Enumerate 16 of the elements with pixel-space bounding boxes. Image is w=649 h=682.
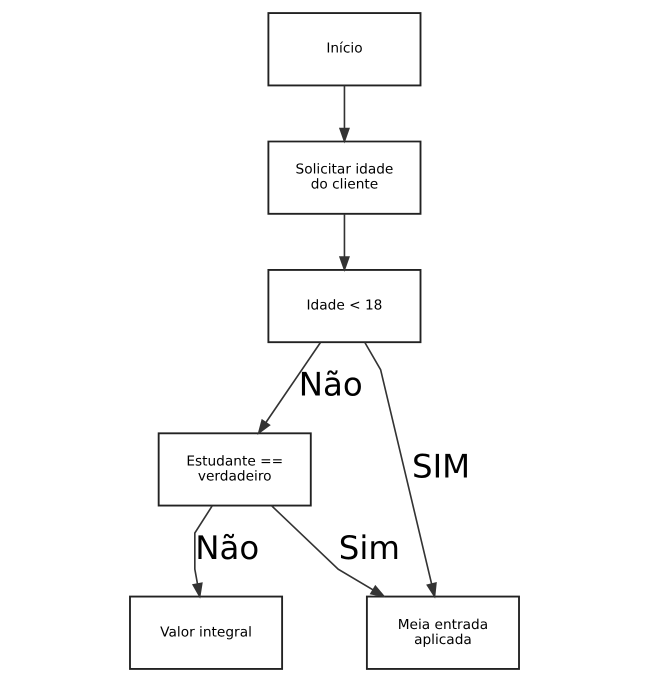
arrow (192, 505, 213, 599)
node-box: Valor integral (129, 596, 284, 670)
arrow (338, 86, 350, 144)
edge-label: Sim (338, 528, 400, 567)
arrow (257, 342, 322, 435)
node-box: Idade < 18 (267, 269, 422, 344)
arrow (338, 214, 350, 272)
node-box: Meia entrada aplicada (366, 596, 520, 670)
node-box: Solicitar idade do cliente (267, 140, 422, 215)
node-box: Início (267, 12, 422, 86)
edge-label: SIM (412, 447, 470, 486)
edge-label: Não (195, 528, 260, 567)
edge-label: Não (298, 366, 363, 404)
arrow (270, 505, 386, 598)
node-box: Estudante == verdadeiro (158, 432, 312, 507)
arrow (364, 342, 437, 599)
